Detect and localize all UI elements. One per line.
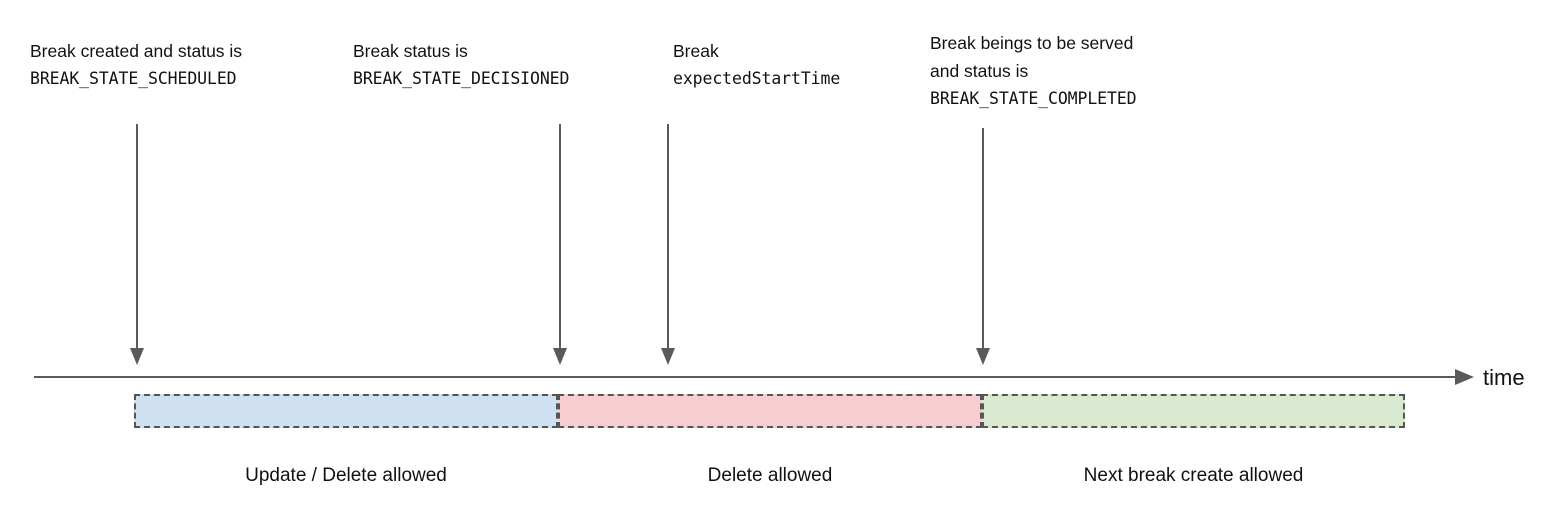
phase-caption-update-delete: Update / Delete allowed — [245, 465, 447, 486]
event-label-expected-start-line1: Break — [673, 41, 719, 61]
event-label-decisioned-line1: Break status is — [353, 41, 468, 61]
arrow-down-icon-expected-start — [661, 124, 675, 365]
arrow-head — [661, 348, 675, 365]
phase-bar-update-delete — [134, 394, 558, 428]
arrow-head — [553, 348, 567, 365]
arrow-shaft — [559, 124, 561, 350]
time-axis-label: time — [1483, 365, 1525, 390]
event-label-decisioned-line2: BREAK_STATE_DECISIONED — [353, 69, 570, 88]
phase-caption-delete-only: Delete allowed — [707, 465, 833, 486]
arrow-head — [976, 348, 990, 365]
event-label-decisioned: Break status is BREAK_STATE_DECISIONED — [353, 37, 569, 93]
event-label-completed-line1: Break beings to be served — [930, 33, 1134, 53]
phase-bar-delete-only — [558, 394, 982, 428]
arrow-down-icon-completed — [976, 128, 990, 365]
arrow-right-icon — [1455, 368, 1474, 385]
phase-bar-next-break — [982, 394, 1405, 428]
event-label-expected-start-line2: expectedStartTime — [673, 69, 841, 88]
arrow-shaft — [982, 128, 984, 350]
arrow-down-icon-created — [130, 124, 144, 365]
time-axis-line — [34, 376, 1472, 378]
phase-caption-next-break: Next break create allowed — [1083, 465, 1304, 486]
event-label-created-line2: BREAK_STATE_SCHEDULED — [30, 69, 237, 88]
arrow-shaft — [136, 124, 138, 350]
arrow-shaft — [667, 124, 669, 350]
event-label-expected-start: Break expectedStartTime — [673, 37, 840, 93]
event-label-completed: Break beings to be served and status is … — [930, 29, 1137, 113]
event-label-completed-line2: and status is — [930, 61, 1029, 81]
arrow-head — [130, 348, 144, 365]
event-label-created: Break created and status is BREAK_STATE_… — [30, 37, 242, 93]
event-label-created-line1: Break created and status is — [30, 41, 243, 61]
arrow-down-icon-decisioned — [553, 124, 567, 365]
event-label-completed-line3: BREAK_STATE_COMPLETED — [930, 89, 1137, 108]
